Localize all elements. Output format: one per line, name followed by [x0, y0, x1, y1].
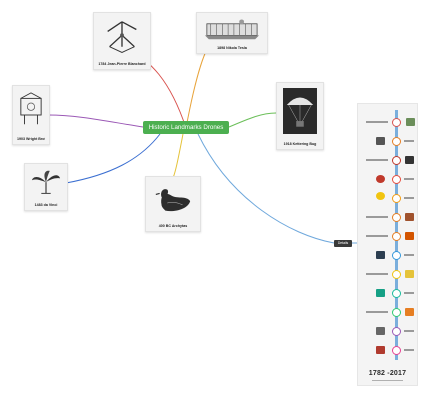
- timeline-node: [392, 194, 401, 203]
- timeline-text-line: [366, 311, 388, 313]
- timeline-image-icon: [405, 270, 414, 278]
- bird-sketch-icon: [155, 189, 191, 212]
- timeline-node: [392, 156, 401, 165]
- connector-wright: [47, 114, 144, 128]
- timeline-text-line: [366, 273, 388, 275]
- timeline-text-line: [404, 349, 414, 351]
- timeline-title: 1782 -2017: [368, 370, 407, 377]
- connector-kettering: [228, 112, 277, 128]
- timeline-image-icon: [376, 327, 385, 335]
- timeline-image-icon: [376, 192, 385, 200]
- timeline-node: [392, 308, 401, 317]
- timeline-node: [392, 118, 401, 127]
- helicopter-sketch-icon: [107, 21, 137, 53]
- timeline-node: [392, 213, 401, 222]
- branch-card-leonardo[interactable]: 1483 da Vinci: [24, 163, 68, 211]
- timeline-image-icon: [405, 213, 414, 221]
- parachute-photo-icon: [283, 88, 317, 135]
- timeline-node: [392, 346, 401, 355]
- branch-card-archytas[interactable]: 1784 Jean-Pierre Blanchard: [93, 12, 151, 70]
- timeline-subtitle-line: [372, 379, 403, 381]
- timeline-text-line: [404, 140, 414, 142]
- branch-card-wright[interactable]: 1903 Wright Brothers: [12, 85, 50, 145]
- timeline-image-icon: [405, 308, 414, 316]
- timeline-text-line: [404, 330, 414, 332]
- timeline-text-line: [404, 178, 414, 180]
- details-tag[interactable]: Details: [334, 240, 352, 247]
- timeline-image-icon: [405, 156, 414, 164]
- timeline-node: [392, 289, 401, 298]
- timeline-image-icon: [376, 175, 385, 183]
- branch-card-kettering[interactable]: 1918 Kettering Bug: [276, 82, 324, 150]
- machine-sketch-icon: [20, 92, 42, 125]
- timeline-image-icon: [376, 289, 385, 297]
- timeline-infographic[interactable]: 1782 -2017: [357, 103, 418, 386]
- timeline-image-icon: [406, 118, 415, 126]
- timeline-text-line: [404, 254, 414, 256]
- rotor-sketch-icon: [31, 170, 61, 194]
- timeline-text-line: [366, 121, 388, 123]
- timeline-node: [392, 327, 401, 336]
- branch-caption: 1918 Kettering Bug: [283, 142, 317, 146]
- timeline-image-icon: [376, 346, 385, 354]
- central-topic[interactable]: Historic Landmarks Drones: [143, 121, 229, 134]
- timeline-text-line: [366, 216, 388, 218]
- boat-sketch-icon: [204, 19, 260, 40]
- timeline-node: [392, 137, 401, 146]
- branch-caption: 1483 da Vinci: [34, 203, 58, 207]
- timeline-text-line: [366, 159, 388, 161]
- timeline-text-line: [404, 292, 414, 294]
- connector-leonardo: [65, 133, 161, 184]
- branch-caption: 1898 Nikola Tesla: [217, 46, 247, 50]
- timeline-image-icon: [376, 137, 385, 145]
- branch-caption: 1784 Jean-Pierre Blanchard: [98, 62, 146, 66]
- branch-caption: 1903 Wright Brothers: [17, 137, 45, 141]
- timeline-text-line: [366, 235, 388, 237]
- timeline-node: [392, 251, 401, 260]
- timeline-node: [392, 232, 401, 241]
- branch-card-tesla[interactable]: 1898 Nikola Tesla: [196, 12, 268, 54]
- branch-card-bird[interactable]: 400 BC Archytas: [145, 176, 201, 232]
- timeline-text-line: [404, 197, 414, 199]
- timeline-node: [392, 175, 401, 184]
- timeline-image-icon: [405, 232, 414, 240]
- timeline-image-icon: [376, 251, 385, 259]
- connector-bird: [171, 133, 184, 181]
- branch-caption: 400 BC Archytas: [158, 224, 188, 228]
- connector-timeline: [197, 133, 335, 244]
- timeline-node: [392, 270, 401, 279]
